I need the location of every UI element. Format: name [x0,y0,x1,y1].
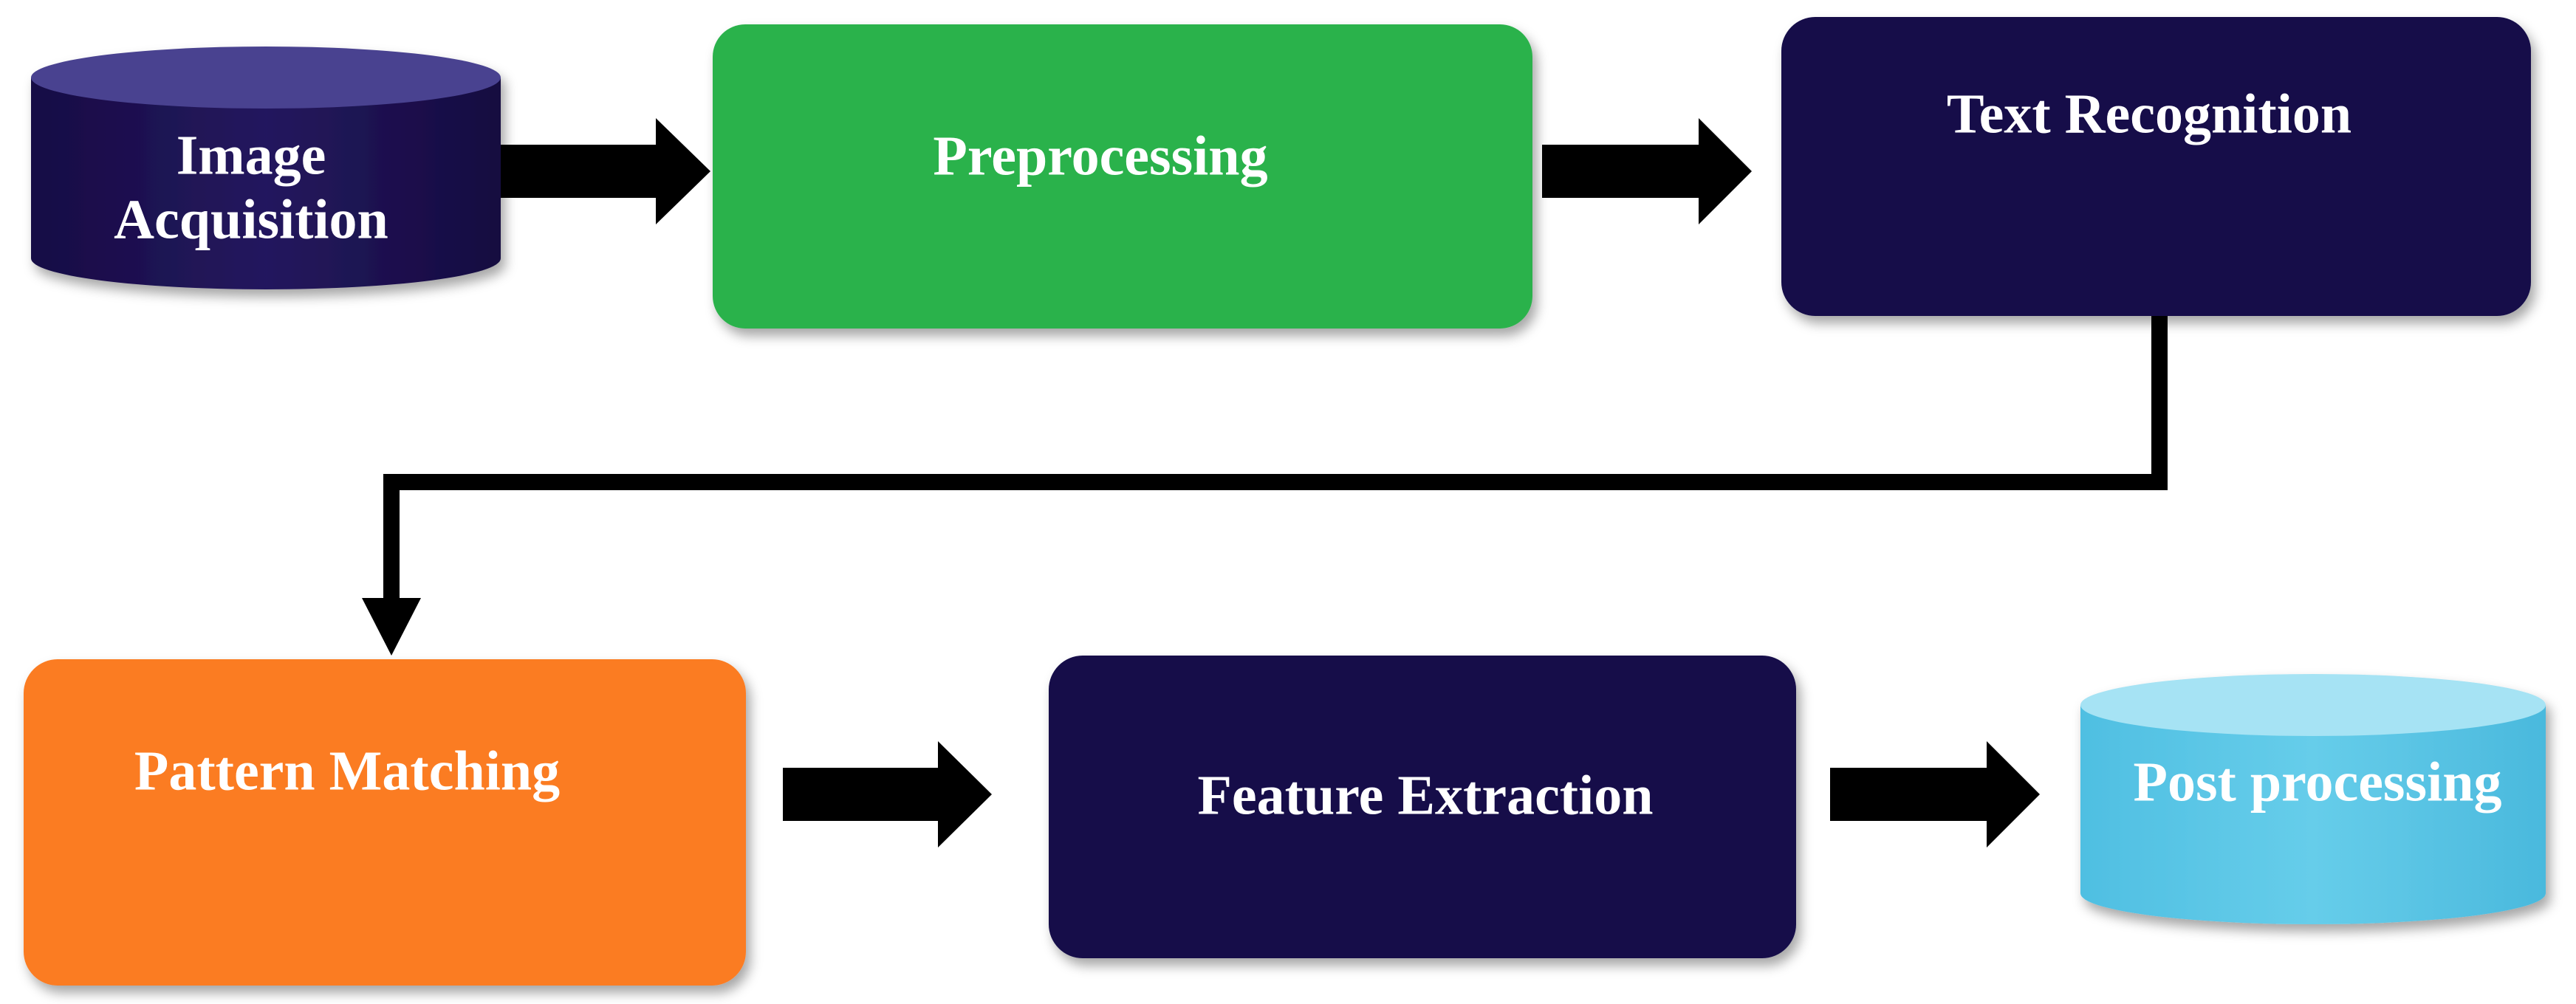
label-pattern-matching-line-1: Pattern Matching [134,740,561,802]
node-preprocessing [713,24,1532,329]
node-pattern-matching [24,659,746,986]
label-preprocessing: Preprocessing [933,124,1267,188]
arrow-image-acquisition-to-preprocessing [501,118,710,224]
node-image-acquisition [31,47,501,289]
arrow-preprocessing-to-text-recognition [1542,118,1752,224]
node-post-processing-body [2080,705,2546,924]
node-text-recognition [1781,17,2531,316]
label-post-processing: Post processing [2134,750,2502,814]
node-post-processing-top [2080,674,2546,736]
label-feature-extraction-line-1: Feature Extraction [1197,764,1654,827]
label-image-acquisition-line-1: Image [176,124,326,187]
node-feature-extraction [1049,656,1796,958]
label-text-recognition: Text Recognition [1947,82,2351,146]
label-preprocessing-line-1: Preprocessing [933,125,1268,188]
node-image-acquisition-top [31,47,501,109]
node-post-processing [2080,674,2546,924]
arrow-feature-extraction-to-post-processing [1830,741,2040,847]
node-image-acquisition-body [31,78,501,289]
arrow-pattern-matching-to-feature-extraction [783,741,992,847]
connector-text-recognition-to-pattern-matching [383,316,2168,602]
label-feature-extraction: Feature Extraction [1198,763,1654,828]
label-text-recognition-line-1: Text Recognition [1946,83,2352,145]
label-image-acquisition: Image Acquisition [114,124,388,253]
arrowhead-text-recognition-to-pattern-matching [362,598,421,656]
label-pattern-matching: Pattern Matching [134,739,560,803]
label-image-acquisition-line-2: Acquisition [114,189,388,251]
label-post-processing-line-1: Post processing [2133,751,2502,814]
